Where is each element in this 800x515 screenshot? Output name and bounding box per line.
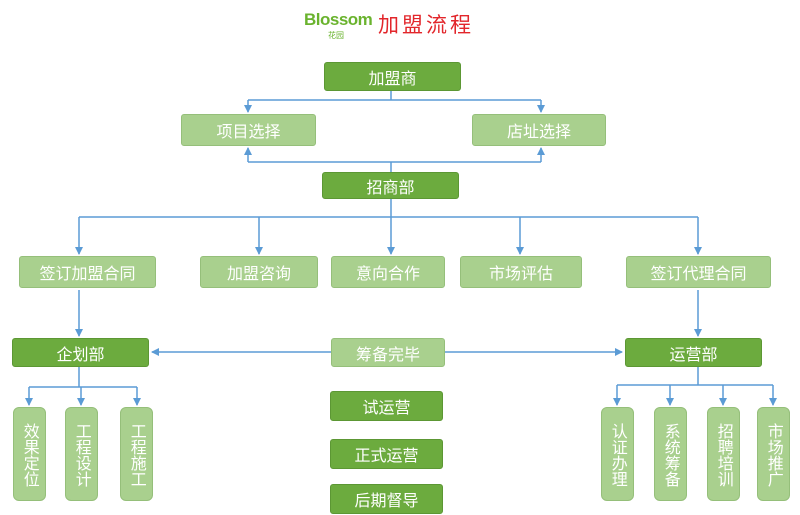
node-formal-op: 正式运营 xyxy=(330,439,443,469)
node-label: 企划部 xyxy=(56,344,105,364)
node-intent: 意向合作 xyxy=(331,256,445,288)
node-engineering-construction: 工程施工 xyxy=(120,407,153,501)
node-label: 系统筹备 xyxy=(661,423,681,487)
node-label: 后期督导 xyxy=(354,491,419,510)
node-label: 工程设计 xyxy=(72,423,92,487)
node-investment-dept: 招商部 xyxy=(322,172,459,199)
node-label: 运营部 xyxy=(669,344,718,364)
node-trial-op: 试运营 xyxy=(330,391,443,421)
node-label: 工程施工 xyxy=(127,423,147,487)
node-label: 招聘培训 xyxy=(714,423,734,487)
node-label: 认证办理 xyxy=(608,423,628,487)
node-label: 加盟商 xyxy=(368,68,417,88)
node-label: 店址选择 xyxy=(506,122,571,141)
node-label: 加盟咨询 xyxy=(226,264,291,283)
node-franchisee: 加盟商 xyxy=(324,62,461,91)
node-label: 意向合作 xyxy=(355,264,420,283)
logo-sub: 花园 xyxy=(328,31,344,40)
node-label: 试运营 xyxy=(362,398,411,417)
node-supervision: 后期督导 xyxy=(330,484,443,514)
node-system-prep: 系统筹备 xyxy=(654,407,687,501)
node-market-eval: 市场评估 xyxy=(460,256,582,288)
node-label: 签订代理合同 xyxy=(650,264,747,283)
node-label: 签订加盟合同 xyxy=(39,264,136,283)
node-recruit-train: 招聘培训 xyxy=(707,407,740,501)
node-site-select: 店址选择 xyxy=(472,114,606,146)
page-title: 加盟流程 xyxy=(378,13,474,37)
node-operation-dept: 运营部 xyxy=(625,338,762,367)
node-sign-agency: 签订代理合同 xyxy=(626,256,771,288)
node-label: 市场推广 xyxy=(764,423,784,487)
node-consult: 加盟咨询 xyxy=(200,256,318,288)
node-effect-positioning: 效果定位 xyxy=(13,407,46,501)
blossom-logo: Blossom 花园 xyxy=(304,8,373,40)
logo-brand: Blossom xyxy=(304,10,373,29)
node-label: 市场评估 xyxy=(488,264,553,283)
connector-operation xyxy=(617,367,773,386)
node-prep-done: 筹备完毕 xyxy=(331,338,445,367)
node-label: 效果定位 xyxy=(20,423,40,487)
node-planning-dept: 企划部 xyxy=(12,338,149,367)
node-certification: 认证办理 xyxy=(601,407,634,501)
node-market-promotion: 市场推广 xyxy=(757,407,790,501)
connector-investment-up xyxy=(248,161,541,172)
node-engineering-design: 工程设计 xyxy=(65,407,98,501)
node-label: 正式运营 xyxy=(354,446,419,465)
node-project-select: 项目选择 xyxy=(181,114,316,146)
connector-franchisee xyxy=(248,91,541,101)
node-label: 招商部 xyxy=(366,177,415,197)
connector-planning xyxy=(29,367,137,388)
connector-investment-down xyxy=(79,199,698,218)
node-sign-franchise: 签订加盟合同 xyxy=(19,256,156,288)
node-label: 筹备完毕 xyxy=(355,344,420,364)
node-label: 项目选择 xyxy=(216,122,281,141)
